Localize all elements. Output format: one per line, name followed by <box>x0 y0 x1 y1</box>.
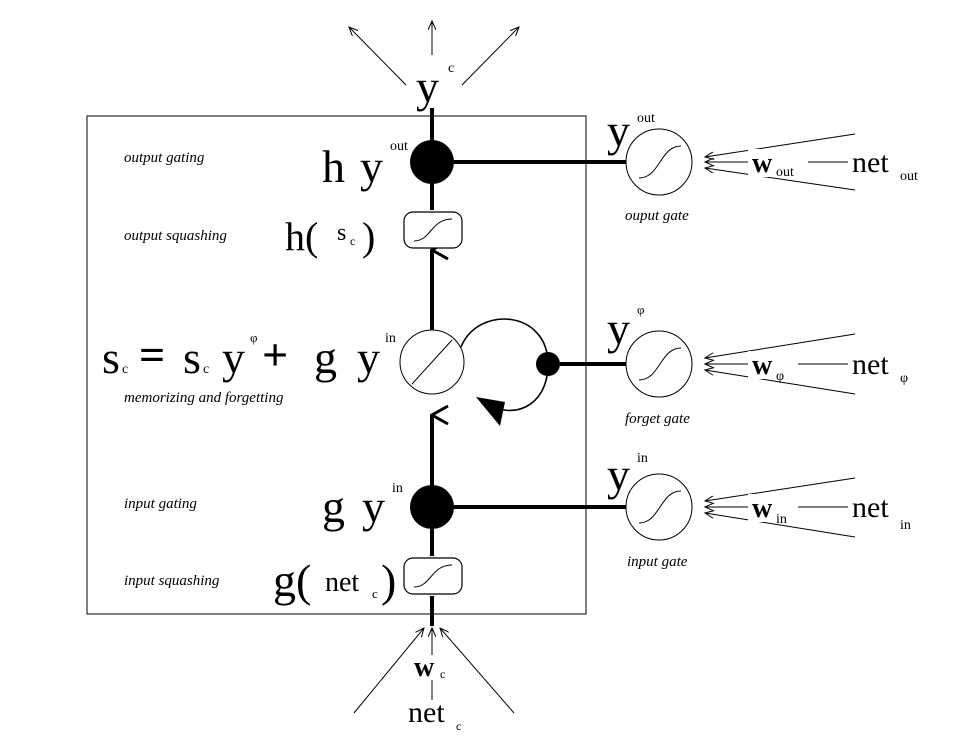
svg-text:y: y <box>607 105 630 156</box>
svg-text:h: h <box>322 141 345 192</box>
forget-gate-unit <box>625 330 693 398</box>
svg-text:): ) <box>362 214 375 259</box>
output-gate-sigmoid-icon <box>638 145 682 179</box>
formula-h-y-out: h y out <box>322 139 408 192</box>
svg-text:in: in <box>392 481 403 496</box>
input-gating-node <box>410 485 454 529</box>
svg-text:y: y <box>362 481 385 532</box>
label-output-gating: output gating <box>124 150 205 166</box>
svg-text:y: y <box>360 141 383 192</box>
svg-text:g: g <box>322 481 345 532</box>
svg-text:w: w <box>414 652 435 683</box>
label-input-squashing: input squashing <box>124 573 220 589</box>
input-gate-sigmoid-icon <box>638 490 682 524</box>
output-fanout-arrows <box>349 21 519 86</box>
svg-text:in: in <box>385 331 396 346</box>
svg-text:g: g <box>314 332 337 383</box>
output-gating-node <box>410 140 454 184</box>
forget-gate-sigmoid-icon <box>638 347 682 381</box>
svg-text:y: y <box>607 449 630 500</box>
svg-text:c: c <box>440 667 445 681</box>
svg-text:net: net <box>408 696 445 729</box>
label-output-squashing: output squashing <box>124 228 227 244</box>
svg-text:+: + <box>262 329 288 380</box>
svg-text:net: net <box>852 146 889 179</box>
svg-text:net: net <box>325 567 359 598</box>
output-gate-label: ouput gate <box>625 208 689 224</box>
svg-text:net: net <box>852 491 889 524</box>
svg-text:y: y <box>222 332 245 383</box>
svg-text:g(: g( <box>273 555 311 606</box>
svg-text:c: c <box>372 586 378 601</box>
input-gate-label: input gate <box>627 554 688 570</box>
recurrent-loop <box>460 318 549 412</box>
svg-text:s: s <box>183 332 201 383</box>
output-squashing-icon <box>403 211 463 249</box>
svg-text:net: net <box>852 348 889 381</box>
recurrent-loop-arrowhead <box>476 397 505 426</box>
svg-text:in: in <box>637 451 648 466</box>
svg-text:w: w <box>752 493 773 524</box>
input-gate-unit <box>625 473 693 541</box>
output-gate: y out ouput gate w out net out <box>607 105 918 224</box>
cell-output-sup: c <box>448 61 454 76</box>
svg-text:φ: φ <box>900 371 908 386</box>
input-fanin-arrows <box>353 628 515 714</box>
svg-text:y: y <box>357 332 380 383</box>
memory-cell-node <box>399 329 465 395</box>
formula-g-y-in: g y in <box>322 481 403 532</box>
input-gate: y in input gate w in net in <box>607 449 911 570</box>
svg-text:out: out <box>900 169 918 184</box>
svg-text:c: c <box>203 362 209 377</box>
svg-text:): ) <box>381 555 396 606</box>
forget-gate-label: forget gate <box>625 411 690 427</box>
svg-text:in: in <box>776 512 787 527</box>
formula-state-update: s c = s c y φ + g y in <box>102 329 396 383</box>
input-squashing-icon <box>403 557 463 595</box>
forget-gating-node <box>536 352 560 376</box>
formula-w-c: w c <box>414 652 445 683</box>
svg-text:s: s <box>102 332 120 383</box>
svg-text:c: c <box>456 719 461 733</box>
label-input-gating: input gating <box>124 496 197 512</box>
output-gate-unit <box>625 128 693 196</box>
svg-text:φ: φ <box>776 369 784 384</box>
svg-text:s: s <box>337 220 346 246</box>
svg-text:=: = <box>139 329 165 380</box>
formula-net-c: net c <box>408 696 461 733</box>
svg-text:out: out <box>637 111 655 126</box>
svg-text:out: out <box>776 165 794 180</box>
svg-text:φ: φ <box>250 330 258 345</box>
svg-text:in: in <box>900 518 911 533</box>
svg-text:y: y <box>607 303 630 354</box>
forget-gate: y φ forget gate w φ net φ <box>607 302 908 427</box>
formula-g-net-c: g( net c ) <box>273 555 396 606</box>
cell-output-y: y <box>416 61 439 112</box>
svg-text:c: c <box>350 234 355 248</box>
formula-h-s-c: h( s c ) <box>285 214 375 259</box>
svg-text:out: out <box>390 139 408 154</box>
svg-text:w: w <box>752 350 773 381</box>
svg-text:h(: h( <box>285 214 318 259</box>
svg-text:c: c <box>122 362 128 377</box>
svg-text:w: w <box>752 148 773 179</box>
label-memorizing: memorizing and forgetting <box>124 390 284 406</box>
svg-text:φ: φ <box>637 302 645 317</box>
